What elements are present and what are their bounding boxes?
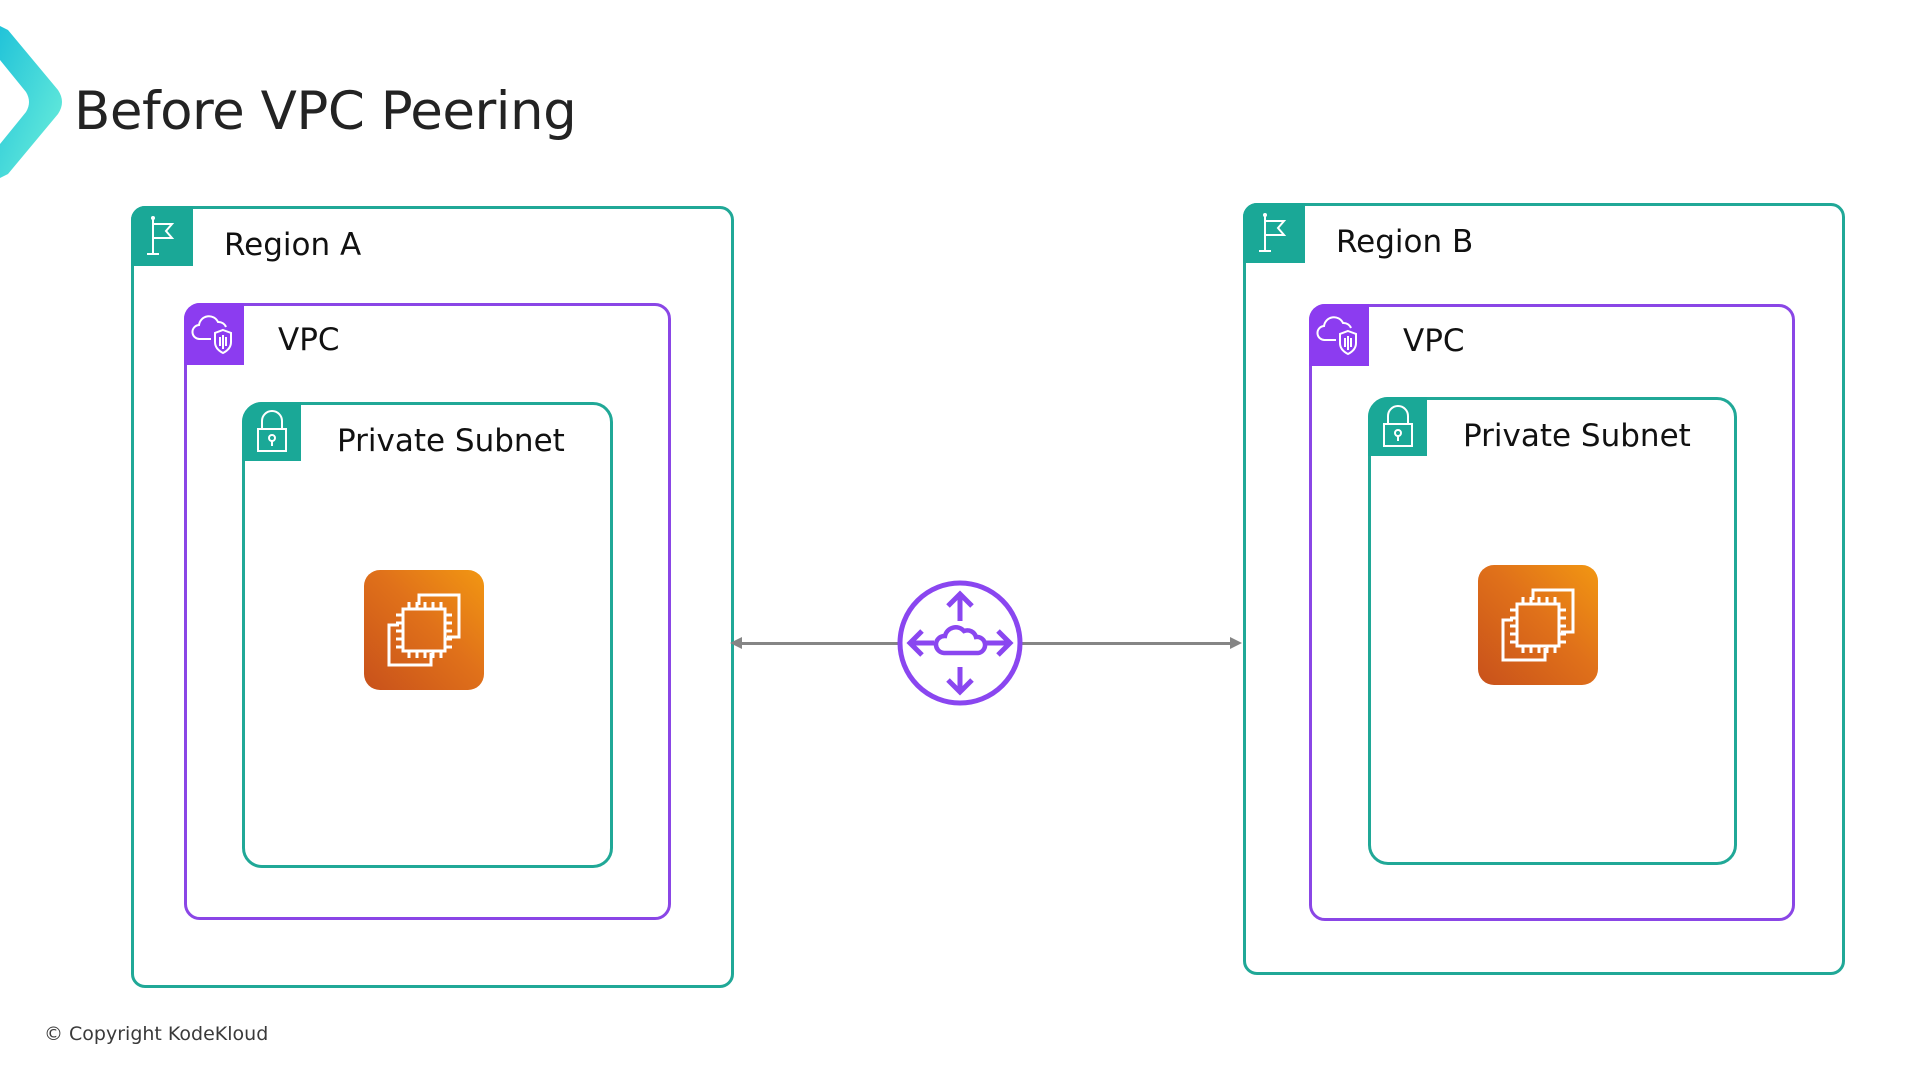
vpc-a-label: VPC bbox=[278, 322, 340, 358]
vpc-a-tag bbox=[184, 303, 244, 365]
private-subnet-a-tag bbox=[242, 402, 301, 461]
private-subnet-b-label: Private Subnet bbox=[1463, 418, 1691, 454]
region-b-container: Region B VPC bbox=[1243, 203, 1845, 975]
private-subnet-a-label: Private Subnet bbox=[337, 423, 565, 459]
vpc-a-container: VPC Private Subnet bbox=[184, 303, 671, 920]
vpc-b-label: VPC bbox=[1403, 323, 1465, 359]
peering-router-icon[interactable] bbox=[896, 579, 1024, 707]
copyright-notice: © Copyright KodeKloud bbox=[44, 1023, 269, 1045]
vpc-b-container: VPC Private Subnet bbox=[1309, 304, 1795, 921]
brand-chevron-icon bbox=[0, 26, 62, 178]
ec2-instance-a[interactable] bbox=[364, 570, 484, 690]
cloud-shield-icon bbox=[191, 315, 232, 355]
flag-icon bbox=[147, 216, 175, 255]
connector-line-right bbox=[1022, 642, 1232, 645]
region-a-tag bbox=[131, 206, 193, 266]
padlock-icon bbox=[1382, 404, 1413, 447]
connector-arrowhead-right bbox=[1230, 637, 1242, 649]
padlock-icon bbox=[256, 409, 287, 452]
vpc-b-tag bbox=[1309, 304, 1369, 366]
private-subnet-b-tag bbox=[1368, 397, 1427, 456]
region-b-label: Region B bbox=[1336, 224, 1474, 260]
region-a-container: Region A VPC bbox=[131, 206, 734, 988]
flag-icon bbox=[1259, 213, 1287, 252]
region-b-tag bbox=[1243, 203, 1305, 263]
slide-title: Before VPC Peering bbox=[74, 81, 577, 142]
ec2-instance-icon bbox=[1501, 588, 1575, 662]
ec2-instance-b[interactable] bbox=[1478, 565, 1598, 685]
cloud-shield-icon bbox=[1316, 316, 1357, 356]
connector-line-left bbox=[738, 642, 898, 645]
connector-arrowhead-left bbox=[730, 637, 742, 649]
region-a-label: Region A bbox=[224, 227, 362, 263]
private-subnet-a-container: Private Subnet bbox=[242, 402, 613, 868]
private-subnet-b-container: Private Subnet bbox=[1368, 397, 1737, 865]
ec2-instance-icon bbox=[387, 593, 461, 667]
